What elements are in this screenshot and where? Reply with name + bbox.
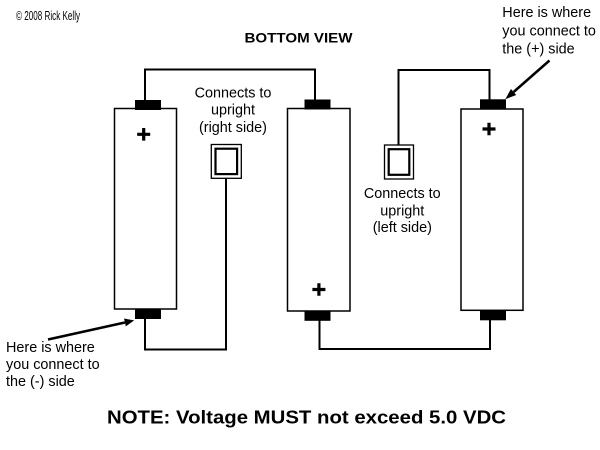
svg-text:NOTE: Voltage MUST not exceed: NOTE: Voltage MUST not exceed 5.0 VDC — [107, 407, 506, 427]
svg-text:you connect to: you connect to — [6, 357, 100, 373]
svg-text:BOTTOM VIEW: BOTTOM VIEW — [245, 30, 354, 46]
svg-text:(left side): (left side) — [373, 220, 432, 236]
svg-text:Connects to: Connects to — [364, 186, 441, 202]
svg-text:Here is where: Here is where — [502, 5, 591, 21]
svg-text:upright: upright — [211, 103, 255, 119]
svg-text:the (+) side: the (+) side — [502, 41, 574, 57]
svg-text:(right side): (right side) — [199, 120, 267, 136]
svg-text:the (-) side: the (-) side — [6, 374, 75, 390]
svg-text:you connect to: you connect to — [502, 23, 596, 39]
svg-text:© 2008 Rick Kelly: © 2008 Rick Kelly — [16, 9, 80, 23]
svg-text:Here is where: Here is where — [6, 340, 95, 356]
svg-text:Connects to: Connects to — [195, 86, 272, 102]
svg-text:upright: upright — [380, 203, 424, 219]
